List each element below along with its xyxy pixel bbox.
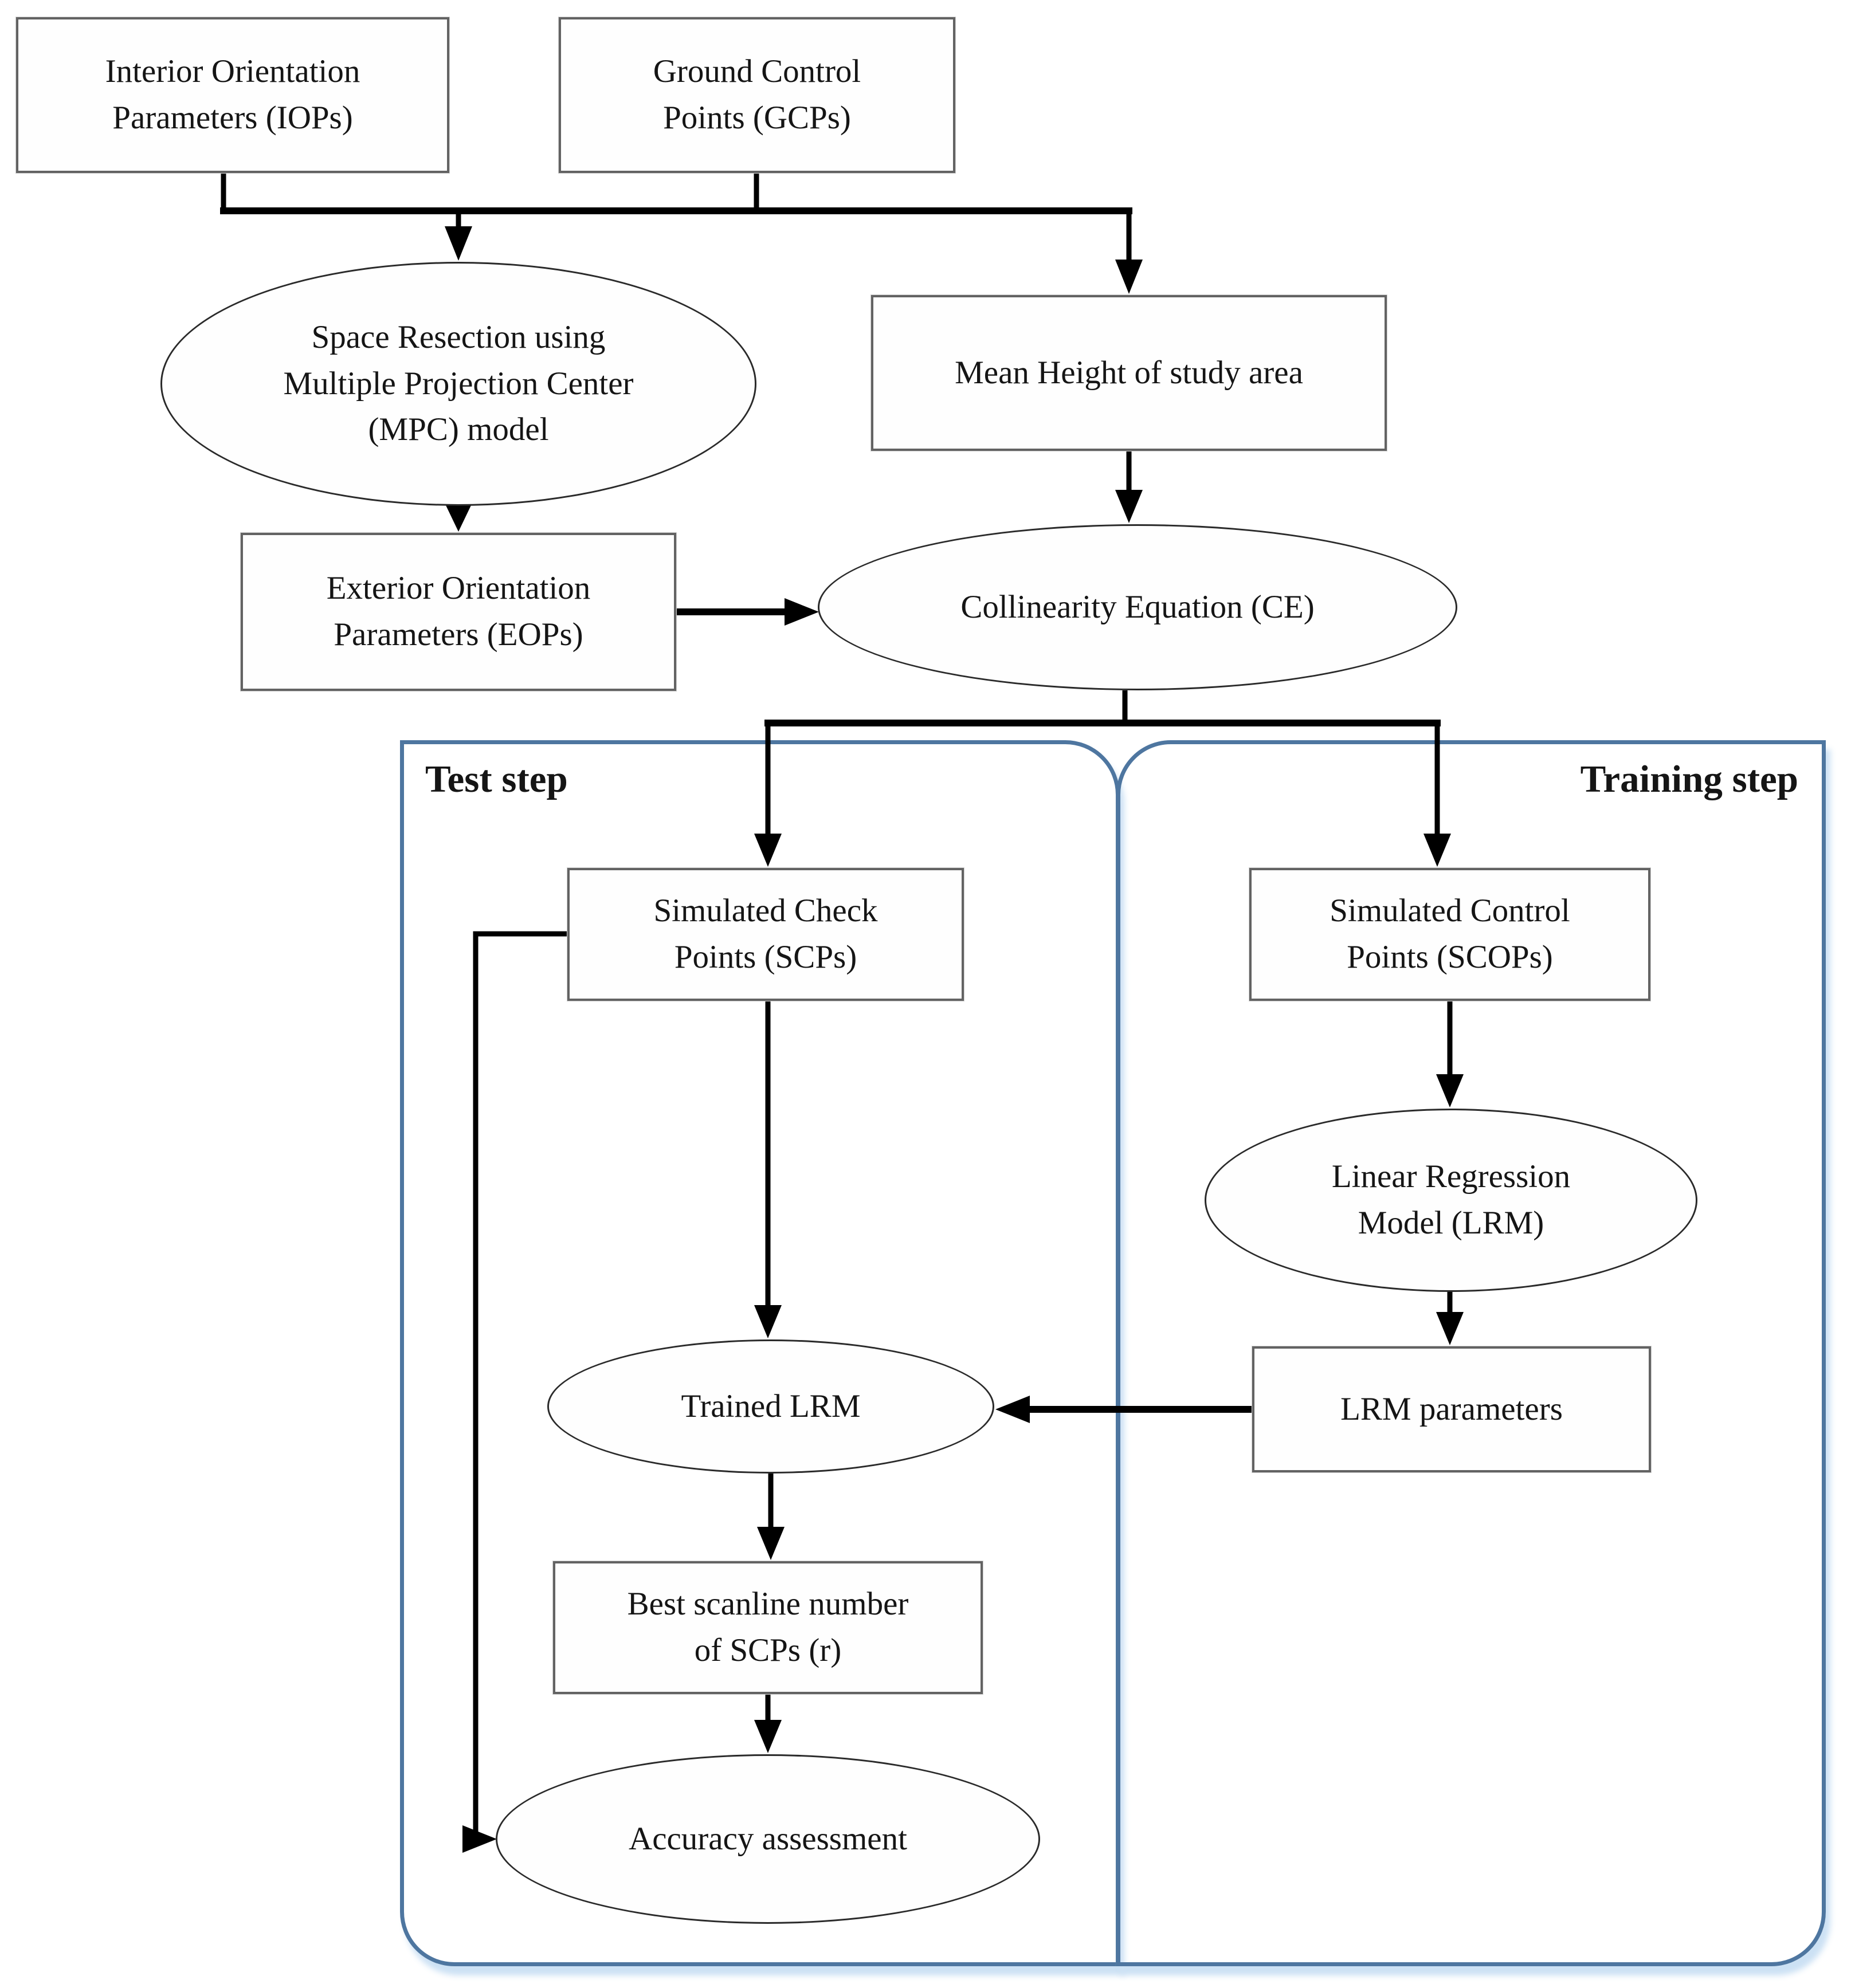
- node-iops: Interior Orientation Parameters (IOPs): [16, 17, 449, 173]
- training-step-label: Training step: [1580, 758, 1798, 800]
- node-best-scanline-number: Best scanline number of SCPs (r): [553, 1561, 983, 1694]
- edge-mean-height-to-ce: [1115, 451, 1143, 523]
- node-mpc-label: Space Resection using Multiple Projectio…: [283, 319, 634, 448]
- node-lrm-parameters: LRM parameters: [1252, 1346, 1651, 1472]
- edge-mpc-to-eops: [445, 503, 472, 532]
- node-space-resection-mpc: Space Resection using Multiple Projectio…: [160, 262, 756, 506]
- node-best-scanline-label: Best scanline number of SCPs (r): [627, 1586, 909, 1668]
- training-step-panel: [1116, 740, 1826, 1966]
- node-lrm-label: Linear Regression Model (LRM): [1331, 1158, 1571, 1241]
- node-ce-label: Collinearity Equation (CE): [960, 588, 1315, 625]
- node-simulated-control-points: Simulated Control Points (SCOPs): [1249, 868, 1650, 1001]
- node-scps-label: Simulated Check Points (SCPs): [653, 893, 878, 975]
- edge-eops-to-ce: [676, 598, 819, 626]
- node-gcps: Ground Control Points (GCPs): [559, 17, 955, 173]
- node-iops-label: Interior Orientation Parameters (IOPs): [105, 53, 360, 136]
- node-trained-lrm-label: Trained LRM: [681, 1388, 861, 1424]
- node-simulated-check-points: Simulated Check Points (SCPs): [567, 868, 964, 1001]
- node-trained-lrm: Trained LRM: [547, 1339, 994, 1474]
- node-lrm-parameters-label: LRM parameters: [1340, 1390, 1563, 1427]
- node-eops: Exterior Orientation Parameters (EOPs): [241, 533, 676, 691]
- edge-bus-to-mpc: [445, 211, 472, 261]
- node-accuracy-label: Accuracy assessment: [629, 1820, 907, 1857]
- node-collinearity-equation: Collinearity Equation (CE): [818, 524, 1457, 690]
- edge-inputs-bus: [220, 172, 1132, 214]
- node-gcps-label: Ground Control Points (GCPs): [653, 53, 861, 136]
- edge-ce-bus: [764, 690, 1441, 726]
- edge-bus-to-mean-height: [1115, 207, 1143, 294]
- node-eops-label: Exterior Orientation Parameters (EOPs): [326, 570, 591, 653]
- node-accuracy-assessment: Accuracy assessment: [496, 1754, 1040, 1924]
- node-mean-height: Mean Height of study area: [871, 295, 1387, 451]
- test-step-label: Test step: [425, 758, 568, 800]
- node-scops-label: Simulated Control Points (SCOPs): [1330, 893, 1570, 975]
- node-linear-regression-model: Linear Regression Model (LRM): [1205, 1109, 1697, 1292]
- node-mean-height-label: Mean Height of study area: [955, 354, 1303, 391]
